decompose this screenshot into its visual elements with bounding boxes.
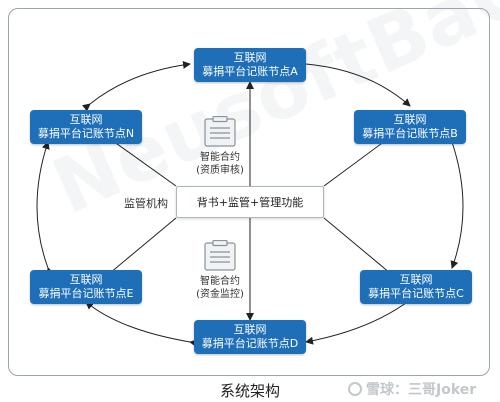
node-b-line1: 互联网 <box>393 113 427 126</box>
node-b-line2: 募捐平台记账节点B <box>362 127 458 140</box>
document-icon <box>204 116 236 147</box>
center-function-box: 背书+监管+管理功能 <box>176 186 324 218</box>
regulator-label: 监管机构 <box>124 197 168 210</box>
node-c: 互联网 募捐平台记账节点C <box>360 270 472 304</box>
node-d: 互联网 募捐平台记账节点D <box>194 320 306 354</box>
diagram-caption: 系统架构 <box>219 382 280 400</box>
node-e-line2: 募捐平台记账节点E <box>38 287 134 300</box>
arrow-c-d <box>305 292 419 345</box>
node-d-line2: 募捐平台记账节点D <box>201 337 299 350</box>
node-n-line1: 互联网 <box>69 113 103 126</box>
node-e: 互联网 募捐平台记账节点E <box>30 270 142 304</box>
node-c-line2: 募捐平台记账节点C <box>368 287 464 300</box>
corner-watermark: 雪球：三哥Joker <box>348 379 496 399</box>
contract-bottom-label: 智能合约 (资金监控) <box>196 275 244 301</box>
corner-watermark-text: 雪球：三哥Joker <box>366 382 477 398</box>
contract-bottom-line1: 智能合约 <box>200 276 240 287</box>
node-n-line2: 募捐平台记账节点N <box>37 127 135 140</box>
node-a-line2: 募捐平台记账节点A <box>202 65 298 78</box>
node-a: 互联网 募捐平台记账节点A <box>194 48 306 82</box>
contract-top-line2: (资质审核) <box>196 165 244 176</box>
node-d-line1: 互联网 <box>233 323 267 336</box>
node-e-line1: 互联网 <box>69 273 103 286</box>
arrow-d-e <box>85 301 198 348</box>
diagram-frame <box>8 8 490 376</box>
contract-top-line1: 智能合约 <box>200 152 240 163</box>
snowball-logo-icon <box>348 382 362 396</box>
node-n: 互联网 募捐平台记账节点N <box>30 110 142 144</box>
arrow-e-n <box>36 141 55 276</box>
arrow-n-a <box>82 60 191 112</box>
contract-top-label: 智能合约 (资质审核) <box>196 151 244 177</box>
arrow-b-c <box>445 134 464 269</box>
node-c-line1: 互联网 <box>399 273 433 286</box>
document-icon <box>204 240 236 271</box>
contract-bottom-line2: (资金监控) <box>196 289 244 300</box>
arrow-a-b <box>298 59 411 107</box>
node-b: 互联网 募捐平台记账节点B <box>354 110 466 144</box>
node-a-line1: 互联网 <box>233 51 267 64</box>
